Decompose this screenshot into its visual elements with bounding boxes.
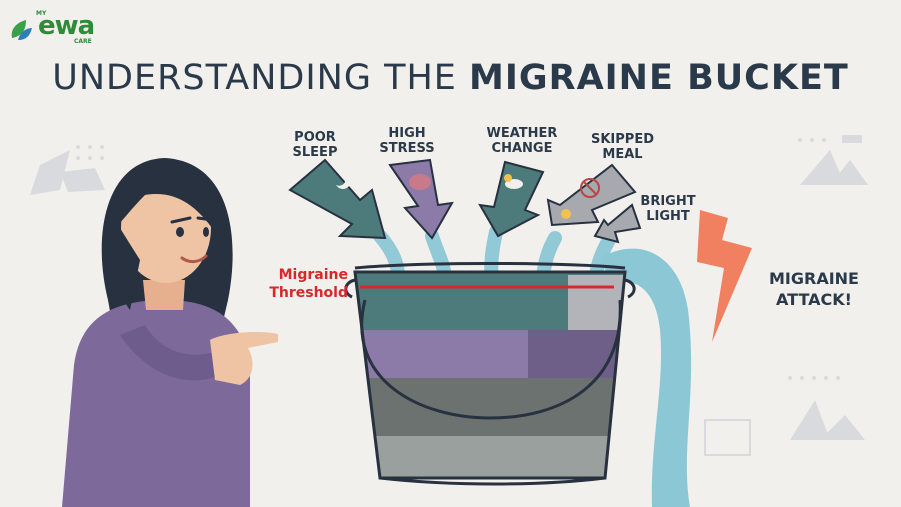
decorative-shapes-right-bottom bbox=[704, 376, 865, 456]
trigger-label-bright-light: BRIGHT LIGHT bbox=[640, 194, 696, 224]
migraine-bucket bbox=[344, 262, 636, 486]
trigger-arrow-bright-light bbox=[561, 203, 642, 244]
migraine-attack-label: MIGRAINE ATTACK! bbox=[769, 269, 859, 309]
title-bold: MIGRAINE BUCKET bbox=[469, 58, 849, 98]
brain-icon bbox=[409, 174, 431, 190]
trigger-arrow-high-stress bbox=[388, 158, 454, 240]
trigger-arrow-weather-change bbox=[478, 160, 545, 238]
lightning-bolt-icon bbox=[697, 210, 752, 342]
trigger-label-high-stress: HIGH STRESS bbox=[379, 126, 435, 156]
logo-my-text: MY bbox=[36, 10, 47, 17]
trigger-label-weather-change: WEATHER CHANGE bbox=[486, 126, 558, 156]
no-food-icon bbox=[580, 178, 600, 198]
trigger-label-poor-sleep: POOR SLEEP bbox=[292, 130, 338, 160]
moon-icon bbox=[336, 172, 351, 189]
trigger-arrow-skipped-meal bbox=[546, 163, 637, 227]
ewa-care-logo[interactable]: MY ewa CARE bbox=[8, 8, 98, 48]
page-title: UNDERSTANDING THE MIGRAINE BUCKET bbox=[0, 58, 901, 98]
migraine-threshold-label: Migraine Threshold bbox=[269, 267, 348, 301]
title-regular: UNDERSTANDING THE bbox=[52, 58, 470, 98]
woman-illustration bbox=[62, 158, 278, 507]
lightbulb-icon bbox=[561, 209, 571, 219]
overflow-stream bbox=[600, 248, 692, 507]
logo-care-text: CARE bbox=[74, 38, 92, 45]
decorative-shapes-left bbox=[30, 145, 105, 195]
decorative-shapes-right-top bbox=[798, 135, 868, 185]
trigger-label-skipped-meal: SKIPPED MEAL bbox=[590, 132, 654, 162]
trigger-arrow-poor-sleep bbox=[288, 158, 387, 240]
logo-name: ewa bbox=[38, 11, 95, 41]
leaf-icon bbox=[11, 20, 32, 40]
